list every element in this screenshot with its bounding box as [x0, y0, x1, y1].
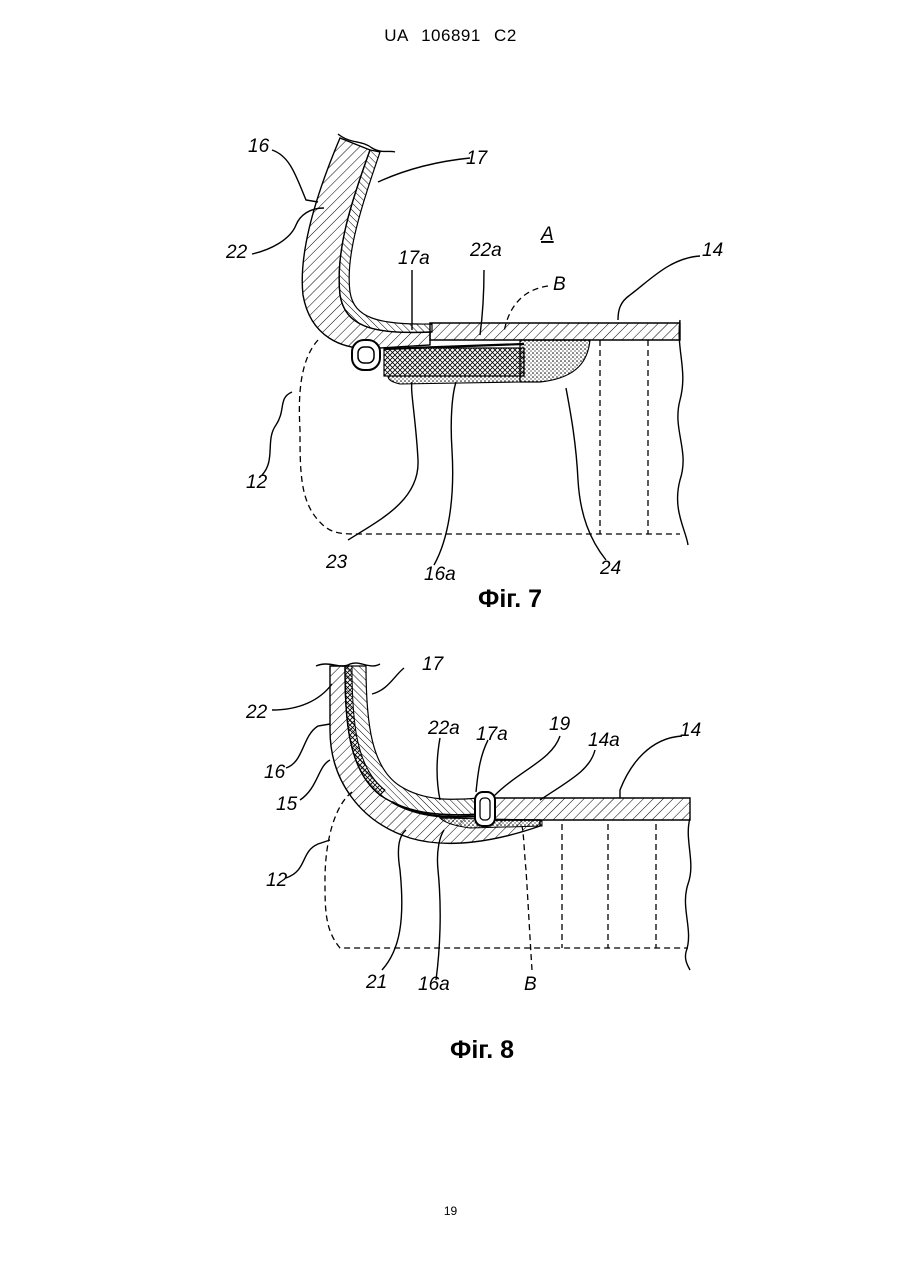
break-line-right — [685, 818, 690, 970]
label-22: 22 — [245, 702, 268, 723]
strip-23 — [388, 376, 520, 384]
label-16a: 16a — [424, 564, 456, 585]
label-17a: 17a — [476, 724, 508, 745]
label-14a: 14a — [588, 730, 620, 751]
filler-24 — [520, 340, 590, 382]
label-17: 17 — [422, 654, 445, 675]
figure-8-caption: Фіг. 8 — [450, 1036, 514, 1064]
label-14: 14 — [702, 240, 723, 261]
seal-19 — [475, 792, 495, 826]
label-14: 14 — [680, 720, 701, 741]
break-line — [316, 663, 380, 666]
label-12: 12 — [246, 472, 268, 493]
label-19: 19 — [549, 714, 571, 735]
break-line-right — [678, 320, 688, 545]
figure-7: 16 17 22 A 17a 22a B 14 12 23 16a 24 Фіг… — [0, 120, 901, 620]
label-22a: 22a — [427, 718, 460, 739]
page-header: UA 106891 C2 — [0, 26, 901, 46]
label-16: 16 — [264, 762, 286, 783]
layer-22a — [384, 348, 524, 376]
label-23: 23 — [325, 552, 348, 573]
label-16: 16 — [248, 136, 270, 157]
label-22a: 22a — [469, 240, 502, 261]
label-24: 24 — [599, 558, 621, 579]
label-15: 15 — [276, 794, 298, 815]
label-17a: 17a — [398, 248, 430, 269]
label-22: 22 — [225, 242, 248, 263]
label-B: B — [524, 974, 537, 995]
label-12: 12 — [266, 870, 288, 891]
figure-8: 17 22 22a 17a 19 14a 14 16 15 12 21 16a … — [0, 640, 901, 1080]
label-21: 21 — [365, 972, 387, 993]
label-17: 17 — [466, 148, 489, 169]
page-number: 19 — [0, 1204, 901, 1218]
plate-14 — [492, 798, 690, 820]
label-A: A — [540, 224, 554, 245]
label-B: B — [553, 274, 566, 295]
seal-bead — [352, 340, 380, 370]
label-16a: 16a — [418, 974, 450, 995]
figure-7-caption: Фіг. 7 — [478, 585, 542, 613]
plate-14 — [430, 323, 680, 340]
